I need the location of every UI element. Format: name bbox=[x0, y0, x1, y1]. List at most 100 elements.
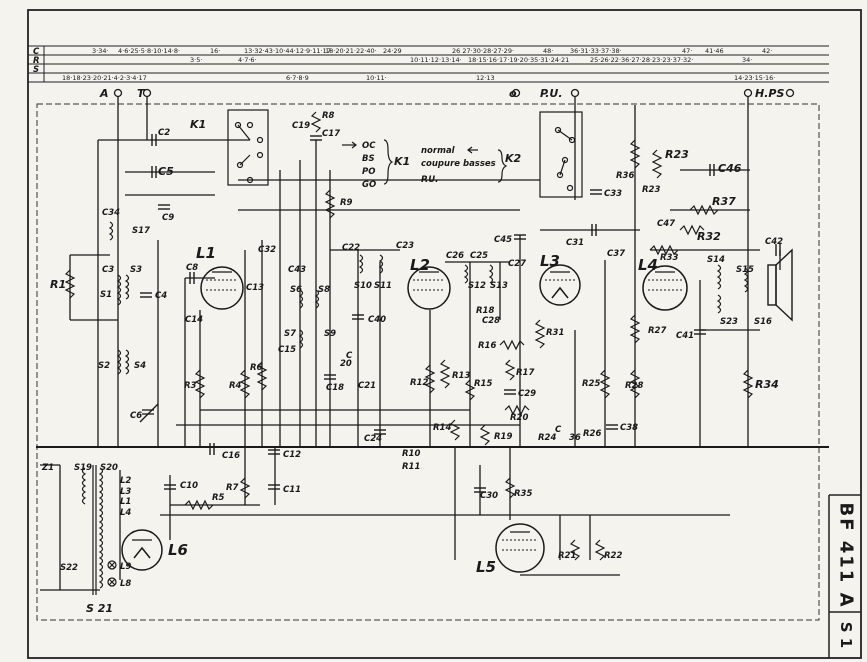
resistor-r23 bbox=[651, 149, 663, 179]
label-c20b: 20 bbox=[340, 359, 352, 369]
label-c30: C30 bbox=[480, 491, 498, 501]
label-r19: R19 bbox=[494, 432, 512, 442]
resistor-r6 bbox=[256, 361, 268, 391]
label-s13: S13 bbox=[490, 281, 508, 291]
label-c11: C11 bbox=[283, 485, 301, 495]
label-s1: S1 bbox=[100, 290, 112, 300]
cap-c33 bbox=[590, 189, 602, 195]
label-l3c: L3 bbox=[120, 487, 131, 497]
label-8: 36·31·33·37·38· bbox=[570, 47, 622, 55]
label-s7: S7 bbox=[284, 329, 296, 339]
resistor-r9 bbox=[324, 189, 336, 219]
label-r26: R26 bbox=[583, 429, 601, 439]
coil-s20 bbox=[98, 467, 104, 589]
coil-s3 bbox=[124, 274, 130, 300]
label-3: 18·15·16·17·19·20·35·31·24·21 bbox=[468, 56, 569, 64]
wave-switch-k2 bbox=[539, 111, 583, 198]
terminal-a-label: A bbox=[99, 87, 109, 100]
cap-c16 bbox=[209, 443, 215, 455]
label-r36: R36 bbox=[616, 171, 634, 181]
cap-c38 bbox=[606, 424, 618, 430]
legend-normal: normal bbox=[421, 146, 456, 156]
sheet-number: S 1 bbox=[837, 621, 855, 649]
coil-s13 bbox=[488, 264, 494, 284]
label-r28: R28 bbox=[625, 381, 643, 391]
cap-c9 bbox=[158, 204, 170, 210]
coil-s19 bbox=[81, 467, 87, 505]
pilot-lamps bbox=[107, 560, 117, 587]
grid-row-s-letter: S bbox=[33, 65, 39, 75]
resistor-r16 bbox=[499, 339, 525, 351]
resistor-r25 bbox=[599, 369, 611, 399]
label-r3: R3 bbox=[184, 381, 197, 391]
coil-s17 bbox=[108, 221, 114, 241]
label-r20: R20 bbox=[510, 413, 528, 423]
label-10: 41·46 bbox=[705, 47, 724, 55]
label-s15: S15 bbox=[736, 265, 754, 275]
resistor-r14 bbox=[449, 419, 461, 441]
label-s16: S16 bbox=[754, 317, 772, 327]
grid-row-r-letter: R bbox=[33, 56, 40, 66]
cap-c5 bbox=[151, 166, 157, 178]
label-r6: R6 bbox=[250, 363, 263, 373]
label-r18: R18 bbox=[476, 306, 494, 316]
label-c40: C40 bbox=[368, 315, 386, 325]
resistor-r3 bbox=[194, 369, 206, 399]
label-r22: R22 bbox=[604, 551, 622, 561]
label-3: 13·32·43·10·44·12·9·11·17· bbox=[244, 47, 333, 55]
label-r27: R27 bbox=[648, 326, 666, 336]
label-c6: C6 bbox=[130, 411, 142, 421]
label-1: 4·6·25·5·8·10·14·8· bbox=[118, 47, 180, 55]
cap-c29 bbox=[504, 389, 516, 395]
cap-c31 bbox=[591, 224, 597, 236]
coil-s23 bbox=[716, 294, 722, 314]
tube-l4-label: L4 bbox=[638, 256, 658, 274]
cap-c6-variable bbox=[139, 403, 159, 423]
label-c24: C24 bbox=[364, 434, 382, 444]
label-c31: C31 bbox=[566, 238, 584, 248]
label-r17: R17 bbox=[516, 368, 534, 378]
coil-s7 bbox=[298, 329, 304, 349]
coil-s6 bbox=[298, 289, 304, 309]
label-s3: S3 bbox=[130, 265, 142, 275]
label-4: 18·20·21·22·40· bbox=[325, 47, 377, 55]
reference-grid bbox=[28, 45, 829, 83]
cap-c46 bbox=[709, 164, 715, 176]
label-c20a: C bbox=[346, 351, 353, 361]
label-7: 48· bbox=[543, 47, 553, 55]
label-c37: C37 bbox=[607, 249, 625, 259]
labels: A T o P.U. H.PS OC BS PO GO K1 normal co… bbox=[41, 87, 784, 615]
coil-s1 bbox=[116, 274, 122, 306]
label-c33: C33 bbox=[604, 189, 622, 199]
label-s19: S19 bbox=[74, 463, 92, 473]
label-r37: R37 bbox=[712, 195, 736, 208]
legend-go: GO bbox=[362, 180, 376, 190]
label-r24: R24 bbox=[538, 433, 556, 443]
label-s2: S2 bbox=[98, 361, 110, 371]
coil-s8 bbox=[314, 289, 320, 309]
coil-s11 bbox=[378, 254, 384, 274]
cap-c10 bbox=[164, 484, 176, 490]
label-c36a: C bbox=[555, 425, 562, 435]
label-l2c: L2 bbox=[120, 476, 131, 486]
cap-c18 bbox=[324, 374, 336, 380]
label-1: 6·7·8·9 bbox=[286, 74, 309, 82]
resistor-r36 bbox=[629, 139, 641, 169]
label-c29: C29 bbox=[518, 389, 536, 399]
label-c19: C19 bbox=[292, 121, 310, 131]
resistor-r21 bbox=[569, 539, 581, 561]
label-r14: R14 bbox=[433, 423, 451, 433]
label-6: 26 27·30·28·27·29· bbox=[452, 47, 514, 55]
label-c4: C4 bbox=[155, 291, 167, 301]
label-5: 34· bbox=[742, 56, 752, 64]
label-s12: S12 bbox=[468, 281, 486, 291]
cap-c12 bbox=[268, 449, 280, 455]
grid-row-c: 3·34· 4·6·25·5·8·10·14·8· 16· 13·32·43·1… bbox=[92, 47, 772, 55]
cap-c45 bbox=[514, 234, 526, 240]
tube-l4 bbox=[642, 265, 688, 311]
coils bbox=[81, 221, 749, 595]
cap-c24 bbox=[374, 429, 386, 435]
label-s21: S 21 bbox=[86, 602, 113, 615]
label-s22: S22 bbox=[60, 563, 78, 573]
